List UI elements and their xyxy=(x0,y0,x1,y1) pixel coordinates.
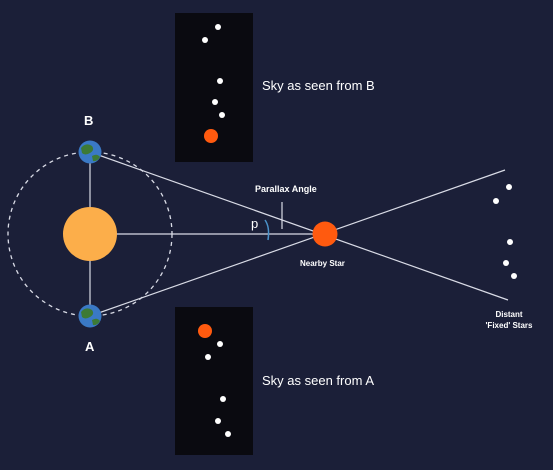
sight-line-from-a xyxy=(89,169,506,317)
distant-stars-label-line1: Distant xyxy=(495,310,522,319)
earth-land xyxy=(81,144,94,155)
sky-panel-a-background xyxy=(175,307,253,455)
star-icon xyxy=(225,431,231,437)
star-icon xyxy=(202,37,208,43)
distant-stars-label-line2: 'Fixed' Stars xyxy=(486,321,533,330)
earth-land xyxy=(92,154,100,162)
sight-line-from-b xyxy=(89,151,509,301)
parallax-angle-symbol: p xyxy=(251,216,258,231)
parallax-angle-arc xyxy=(264,219,270,241)
star-icon xyxy=(217,341,223,347)
star-icon xyxy=(212,99,218,105)
earth-a xyxy=(78,304,102,328)
earth-land xyxy=(92,318,100,326)
star-icon xyxy=(220,396,226,402)
point-a-label: A xyxy=(85,339,95,354)
distant-stars xyxy=(493,184,517,279)
parallax-angle-label: Parallax Angle xyxy=(255,184,317,194)
star-icon xyxy=(493,198,499,204)
sky-panel-a xyxy=(175,307,253,455)
star-icon xyxy=(205,354,211,360)
star-icon xyxy=(503,260,509,266)
sky-from-a-label: Sky as seen from A xyxy=(262,373,374,388)
star-icon xyxy=(507,239,513,245)
earth-b xyxy=(78,140,102,164)
nearby-star-icon xyxy=(312,221,338,247)
sky-from-b-label: Sky as seen from B xyxy=(262,78,375,93)
sky-panel-b xyxy=(175,13,253,162)
nearby-star-label: Nearby Star xyxy=(300,259,345,268)
nearby-star-in-sky-b xyxy=(204,129,218,143)
star-icon xyxy=(219,112,225,118)
star-icon xyxy=(511,273,517,279)
star-icon xyxy=(215,24,221,30)
point-b-label: B xyxy=(84,113,93,128)
sun-icon xyxy=(63,207,117,261)
star-icon xyxy=(217,78,223,84)
star-icon xyxy=(506,184,512,190)
earth-land xyxy=(81,308,94,319)
nearby-star-in-sky-a xyxy=(198,324,212,338)
geometry-lines xyxy=(89,151,509,317)
star-icon xyxy=(215,418,221,424)
